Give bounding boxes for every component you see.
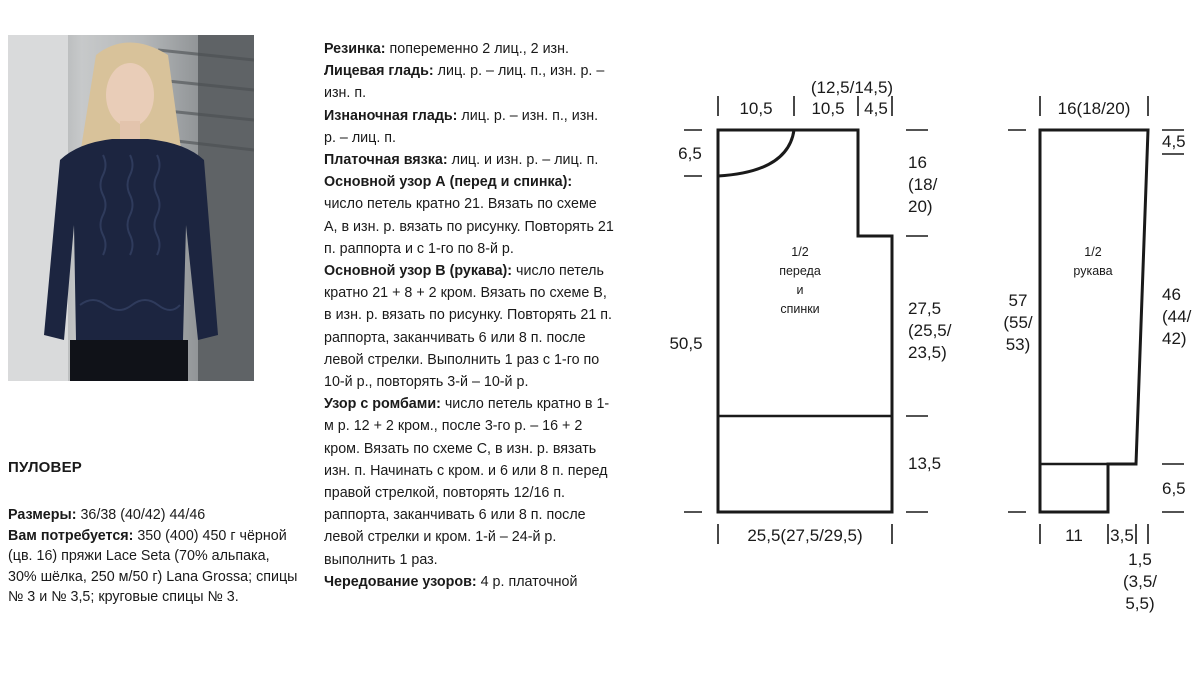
instruction-term: Изнаночная гладь: bbox=[324, 107, 458, 124]
instruction-text: число петель кратно 21. Вязать по схеме … bbox=[324, 196, 614, 257]
instruction-term: Основной узор А (перед и спинка): bbox=[324, 174, 573, 191]
sleeve-bottom-segment-2: 3,5 bbox=[1110, 526, 1134, 545]
sleeve-bottom-note-3: 5,5) bbox=[1125, 594, 1154, 613]
body-right-upper-2: (18/ bbox=[908, 175, 938, 194]
sleeve-right-height-3: 42) bbox=[1162, 329, 1187, 348]
instruction-text: лиц. р. – изн. п., изн. р. – лиц. п. bbox=[324, 107, 599, 146]
sleeve-left-height-2: (55/ bbox=[1003, 313, 1033, 332]
instructions-block: Резинка: попеременно 2 лиц., 2 изн. Лице… bbox=[324, 38, 614, 593]
sleeve-schematic: 16(18/20) 4,5 57 (55/ 53) 46 (44/ 42) 6,… bbox=[1003, 96, 1192, 613]
sizes-label: Размеры: bbox=[8, 507, 77, 523]
sleeve-bottom-note-1: 1,5 bbox=[1128, 550, 1152, 569]
body-top-segment-3: 4,5 bbox=[864, 99, 888, 118]
instruction-item: Лицевая гладь: лиц. р. – лиц. п., изн. р… bbox=[324, 60, 614, 104]
body-right-upper-3: 20) bbox=[908, 197, 933, 216]
body-top-total: (12,5/14,5) bbox=[811, 78, 893, 97]
materials-value: 350 (400) 450 г чёрной (цв. 16) пряжи La… bbox=[8, 527, 298, 606]
instruction-term: Резинка: bbox=[324, 41, 386, 57]
instruction-term: Платочная вязка: bbox=[324, 152, 448, 169]
instruction-text: 4 р. платочной bbox=[476, 573, 578, 590]
instruction-text: лиц. и изн. р. – лиц. п. bbox=[447, 152, 599, 169]
sleeve-right-height-2: (44/ bbox=[1162, 307, 1192, 326]
materials-label: Вам потребуется: bbox=[8, 527, 134, 544]
body-label-3: и bbox=[797, 283, 804, 297]
sleeve-ticks bbox=[1008, 96, 1184, 544]
sleeve-right-lower: 6,5 bbox=[1162, 479, 1186, 498]
instruction-term: Основной узор В (рукава): bbox=[324, 263, 513, 280]
body-top-segment-2: 10,5 bbox=[811, 99, 844, 118]
body-neck-depth: 6,5 bbox=[678, 144, 702, 163]
garment-title: ПУЛОВЕР bbox=[8, 459, 82, 476]
instruction-text: число петель кратно в 1-м р. 12 + 2 кром… bbox=[324, 396, 610, 568]
body-ticks bbox=[684, 96, 928, 544]
instruction-item: Узор с ромбами: число петель кратно в 1-… bbox=[324, 393, 614, 571]
instruction-text: лиц. р. – лиц. п., изн. р. – изн. п. bbox=[324, 63, 605, 102]
instruction-item: Резинка: попеременно 2 лиц., 2 изн. bbox=[324, 38, 614, 60]
sleeve-label-2: рукава bbox=[1073, 264, 1112, 278]
instruction-item: Изнаночная гладь: лиц. р. – изн. п., изн… bbox=[324, 105, 614, 149]
sleeve-left-height-1: 57 bbox=[1009, 291, 1028, 310]
body-right-upper-1: 16 bbox=[908, 153, 927, 172]
body-label-2: переда bbox=[779, 264, 821, 278]
body-schematic: (12,5/14,5) 10,5 10,5 4,5 6,5 50,5 16 (1… bbox=[669, 78, 951, 545]
body-label-4: спинки bbox=[780, 302, 819, 316]
sizes-line: Размеры: 36/38 (40/42) 44/46 bbox=[8, 505, 300, 526]
body-total-height: 50,5 bbox=[669, 334, 702, 353]
instruction-text: число петель кратно 21 + 8 + 2 кром. Вяз… bbox=[324, 263, 612, 391]
body-outline bbox=[716, 128, 894, 514]
instruction-text: попеременно 2 лиц., 2 изн. bbox=[385, 41, 569, 57]
body-right-lower: 13,5 bbox=[908, 454, 941, 473]
instruction-item: Основной узор А (перед и спинка): число … bbox=[324, 171, 614, 260]
sleeve-left-height-3: 53) bbox=[1006, 335, 1031, 354]
body-top-segment-1: 10,5 bbox=[739, 99, 772, 118]
model-photo bbox=[8, 35, 254, 381]
body-right-middle-2: (25,5/ bbox=[908, 321, 952, 340]
sleeve-right-height-1: 46 bbox=[1162, 285, 1181, 304]
materials-line: Вам потребуется: 350 (400) 450 г чёрной … bbox=[8, 526, 300, 608]
model-illustration bbox=[8, 35, 254, 381]
requirements-block: Размеры: 36/38 (40/42) 44/46 Вам потребу… bbox=[8, 505, 300, 608]
sleeve-outline bbox=[1038, 128, 1150, 514]
instruction-item: Основной узор В (рукава): число петель к… bbox=[324, 260, 614, 393]
neckline-curve bbox=[717, 129, 796, 178]
sleeve-label-1: 1/2 bbox=[1084, 245, 1101, 259]
instruction-term: Лицевая гладь: bbox=[324, 63, 434, 80]
sleeve-right-top: 4,5 bbox=[1162, 132, 1186, 151]
body-right-middle-1: 27,5 bbox=[908, 299, 941, 318]
body-bottom-width: 25,5(27,5/29,5) bbox=[747, 526, 862, 545]
instruction-item: Платочная вязка: лиц. и изн. р. – лиц. п… bbox=[324, 149, 614, 171]
instruction-term: Чередование узоров: bbox=[324, 573, 477, 590]
instruction-item: Чередование узоров: 4 р. платочной bbox=[324, 571, 614, 593]
instruction-term: Узор с ромбами: bbox=[324, 396, 441, 413]
sleeve-bottom-note-2: (3,5/ bbox=[1123, 572, 1157, 591]
sleeve-bottom-segment-1: 11 bbox=[1065, 526, 1083, 545]
body-right-middle-3: 23,5) bbox=[908, 343, 947, 362]
sizes-value: 36/38 (40/42) 44/46 bbox=[76, 507, 206, 523]
sleeve-top-width: 16(18/20) bbox=[1058, 99, 1131, 118]
body-label-1: 1/2 bbox=[791, 245, 808, 259]
